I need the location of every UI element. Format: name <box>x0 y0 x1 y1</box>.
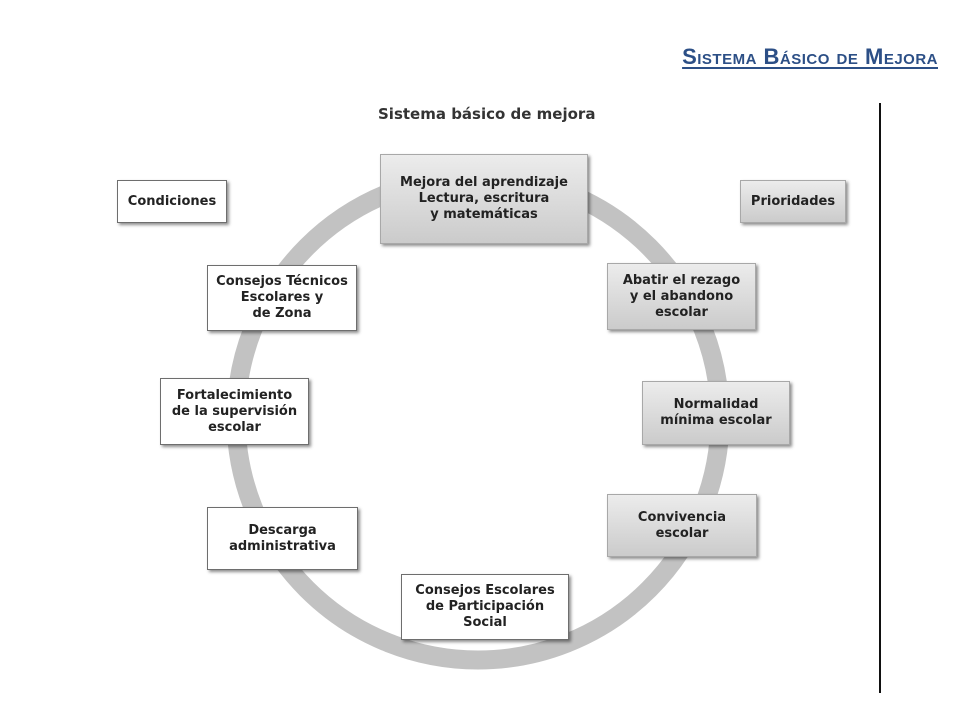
technical-councils-box: Consejos Técnicos Escolares y de Zona <box>207 265 357 331</box>
priorities-label: Prioridades <box>740 180 846 223</box>
minimum-normality-box: Normalidad mínima escolar <box>642 381 790 445</box>
learning-improvement-box: Mejora del aprendizaje Lectura, escritur… <box>380 154 588 244</box>
slide-title: Sistema Básico de Mejora <box>682 44 938 69</box>
school-coexistence-box: Convivencia escolar <box>607 494 757 557</box>
supervision-strengthening-box: Fortalecimiento de la supervisión escola… <box>160 378 309 445</box>
vertical-divider <box>879 103 881 693</box>
social-participation-box: Consejos Escolares de Participación Soci… <box>401 574 569 640</box>
conditions-label: Condiciones <box>117 180 227 223</box>
dropout-reduction-box: Abatir el rezago y el abandono escolar <box>607 263 756 330</box>
admin-relief-box: Descarga administrativa <box>207 507 358 570</box>
diagram-title: Sistema básico de mejora <box>378 105 596 123</box>
